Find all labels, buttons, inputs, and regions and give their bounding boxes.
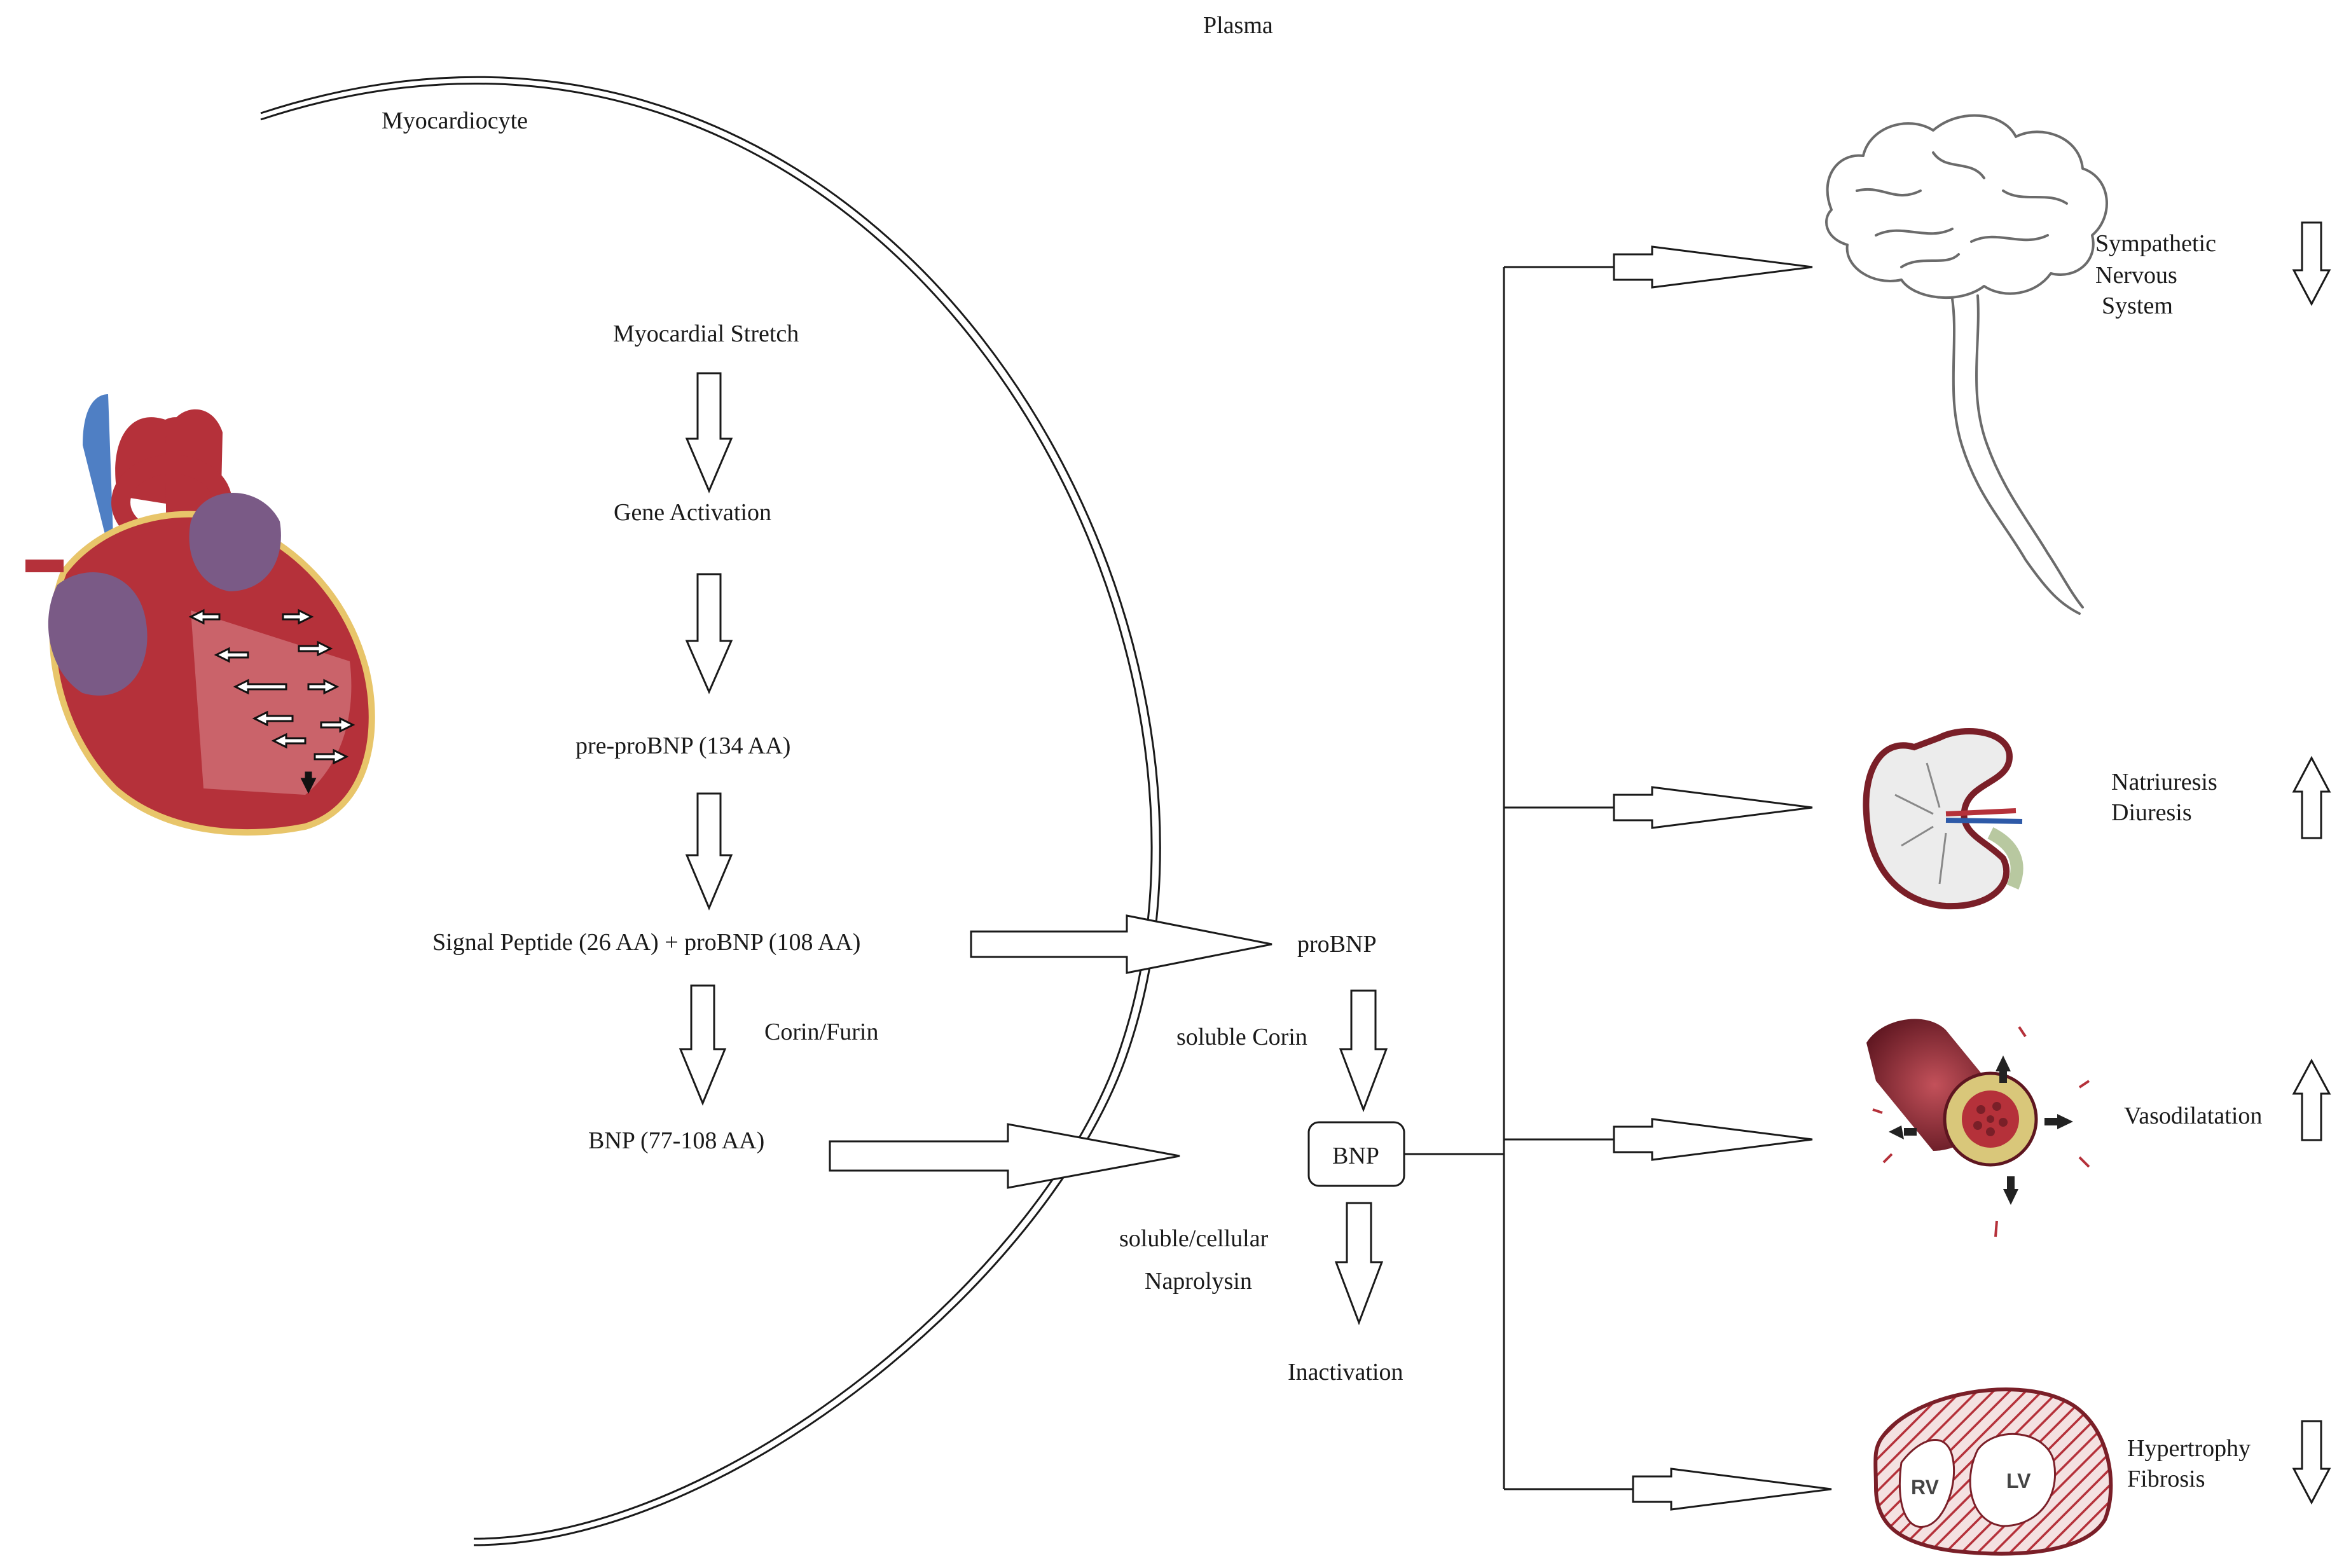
- lv-label: LV: [2006, 1469, 2031, 1492]
- cell-membrane: [260, 76, 1161, 1546]
- effect-hypertrophy: Hypertrophy Fibrosis: [2127, 1435, 2251, 1492]
- blood-vessel-icon: [1866, 1019, 2090, 1237]
- up-arrow-icon: [2292, 755, 2331, 839]
- soluble-corin-label: soluble Corin: [1176, 1024, 1307, 1050]
- effect-line: Sympathetic: [2095, 230, 2216, 257]
- effect-line: Natriuresis: [2111, 769, 2217, 795]
- neprilysin-arrow: [1334, 1202, 1384, 1326]
- gene-activation-label: Gene Activation: [614, 499, 771, 526]
- kidney-icon: [1863, 728, 2023, 910]
- neprilysin-line1-label: soluble/cellular: [1119, 1225, 1269, 1252]
- effect-line: Vasodilatation: [2124, 1103, 2262, 1129]
- signal-peptide-label: Signal Peptide (26 AA) + proBNP (108 AA): [432, 929, 860, 956]
- effect-sympathetic: Sympathetic Nervous System: [2095, 230, 2216, 319]
- corin-furin-label: Corin/Furin: [764, 1019, 878, 1045]
- effect-line: Hypertrophy: [2127, 1435, 2251, 1462]
- effect-natriuresis: Natriuresis Diuresis: [2111, 769, 2217, 826]
- probnp-label: proBNP: [1297, 931, 1377, 958]
- secretion-arrows: [829, 914, 1272, 1189]
- heart-illustration-icon: [25, 394, 375, 836]
- pre-probnp-label: pre-proBNP (134 AA): [576, 732, 790, 759]
- myocardiocyte-label: Myocardiocyte: [382, 107, 528, 134]
- effect-vasodilatation: Vasodilatation: [2124, 1103, 2262, 1129]
- direction-arrows: [2292, 221, 2331, 1505]
- bnp-intracellular-label: BNP (77-108 AA): [588, 1127, 764, 1154]
- up-arrow-icon: [2292, 1058, 2331, 1141]
- rv-label: RV: [1911, 1476, 1940, 1499]
- corin-arrow: [1339, 989, 1388, 1113]
- effect-connectors: [1404, 245, 1832, 1511]
- effect-line: System: [2102, 292, 2173, 319]
- heart-cross-section-icon: RV LV: [1873, 1387, 2113, 1556]
- inactivation-label: Inactivation: [1288, 1359, 1403, 1386]
- plasma-label: Plasma: [1203, 12, 1273, 39]
- neprilysin-line2-label: Naprolysin: [1145, 1268, 1252, 1295]
- down-arrow-icon: [2292, 221, 2331, 306]
- down-arrow-icon: [2292, 1420, 2331, 1505]
- myocardial-stretch-label: Myocardial Stretch: [613, 320, 799, 347]
- pathway-arrows: [679, 372, 733, 1106]
- brain-icon: [1825, 114, 2108, 615]
- effect-line: Diuresis: [2111, 799, 2192, 826]
- effect-line: Nervous: [2095, 262, 2177, 289]
- effect-line: Fibrosis: [2127, 1466, 2205, 1492]
- bnp-box-label: BNP: [1332, 1143, 1379, 1169]
